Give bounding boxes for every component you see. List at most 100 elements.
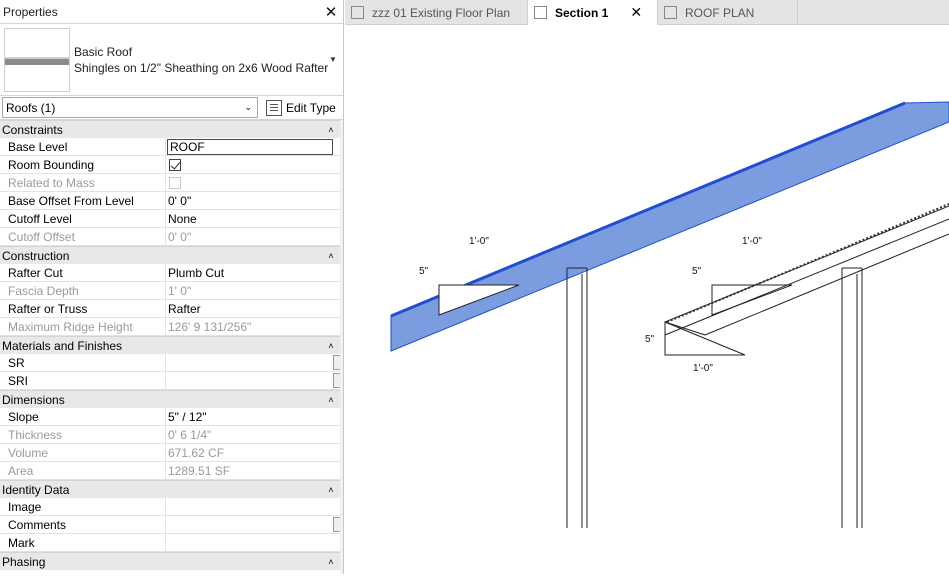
property-row[interactable]: SR: [0, 353, 343, 372]
property-name: Area: [0, 461, 166, 480]
collapse-chevron-icon[interactable]: ˄: [328, 124, 334, 135]
property-row[interactable]: SRI: [0, 371, 343, 390]
section-view-icon: [534, 6, 547, 19]
slope-triangle-left: [438, 284, 520, 316]
category-header[interactable]: Construction ˄: [0, 246, 343, 264]
collapse-chevron-icon[interactable]: ˄: [328, 484, 334, 495]
close-icon[interactable]: ✕: [324, 3, 338, 21]
roof-top-edge: [390, 101, 906, 318]
property-value[interactable]: [166, 372, 343, 390]
view-tab[interactable]: Section 1✕: [528, 0, 658, 25]
edit-type-button[interactable]: Edit Type: [266, 99, 336, 116]
property-name: Image: [0, 497, 166, 516]
category-name: Constraints: [2, 122, 63, 137]
properties-title-bar: Properties ✕: [0, 0, 343, 24]
property-row[interactable]: Image: [0, 497, 343, 516]
slope-triangle-lower: [664, 321, 746, 356]
property-row[interactable]: Related to Mass: [0, 173, 343, 192]
property-value[interactable]: [166, 498, 343, 516]
type-preview-thumbnail: [4, 27, 70, 92]
property-value[interactable]: Plumb Cut: [168, 265, 225, 280]
run-label-lower: 1'-0": [693, 363, 713, 374]
chevron-down-icon: ⌄: [244, 102, 252, 112]
property-name: Maximum Ridge Height: [0, 317, 166, 336]
second-roof-line: [664, 218, 949, 336]
rise-label-right: 5": [692, 266, 702, 277]
checkbox-empty-icon[interactable]: [169, 176, 181, 189]
property-value[interactable]: 0' 0": [168, 229, 192, 244]
category-name: Identity Data: [2, 482, 70, 497]
category-header[interactable]: Materials and Finishes˄: [0, 336, 343, 354]
collapse-chevron-icon[interactable]: ˄: [328, 394, 334, 405]
property-name: Fascia Depth: [0, 281, 166, 300]
property-value[interactable]: 5" / 12": [168, 409, 207, 424]
property-value[interactable]: 1289.51 SF: [168, 463, 231, 478]
property-name: Room Bounding: [0, 155, 166, 174]
property-value[interactable]: 126' 9 131/256": [168, 319, 252, 334]
properties-palette: Properties ✕ Basic Roof Shingles on 1/2"…: [0, 0, 344, 574]
collapse-chevron-icon[interactable]: ˄: [328, 556, 334, 567]
category-name: Construction: [2, 248, 70, 263]
roof-element-selected[interactable]: [390, 101, 949, 352]
property-value[interactable]: [166, 516, 343, 534]
category-header[interactable]: Identity Data ˄: [0, 480, 343, 498]
checkbox-checked-icon[interactable]: [169, 158, 181, 171]
selection-filter-row: Roofs (1) ⌄ Edit Type: [0, 96, 343, 120]
property-name: Mark: [0, 533, 166, 552]
type-selector[interactable]: Basic Roof Shingles on 1/2" Sheathing on…: [0, 24, 343, 96]
run-label-right: 1'-0": [742, 236, 762, 247]
property-name: Cutoff Level: [0, 209, 166, 228]
category-header[interactable]: Constraints ˄: [0, 120, 343, 138]
edit-type-icon: [266, 99, 282, 116]
roof-section-fill[interactable]: [390, 101, 949, 352]
property-value[interactable]: [166, 534, 343, 552]
property-value[interactable]: ROOF: [167, 138, 333, 155]
instance-filter-dropdown[interactable]: Roofs (1) ⌄: [2, 97, 258, 118]
collapse-chevron-icon[interactable]: ˄: [328, 340, 334, 351]
category-name: Phasing: [2, 554, 46, 569]
property-row[interactable]: Room Bounding: [0, 155, 343, 174]
rise-label-left: 5": [419, 266, 429, 277]
property-value[interactable]: None: [168, 211, 197, 226]
view-tab[interactable]: zzz 01 Existing Floor Plan: [345, 0, 528, 25]
collapse-chevron-icon[interactable]: ˄: [328, 250, 334, 261]
view-tab[interactable]: ROOF PLAN: [658, 0, 798, 25]
close-tab-icon[interactable]: ✕: [630, 4, 643, 20]
category-header[interactable]: Dimensions˄: [0, 390, 343, 408]
run-label-left: 1'-0": [469, 236, 489, 247]
property-name: Related to Mass: [0, 173, 166, 192]
type-name: Shingles on 1/2" Sheathing on 2x6 Wood R…: [74, 60, 329, 75]
tab-label: zzz 01 Existing Floor Plan: [372, 5, 511, 20]
type-dropdown-icon[interactable]: ▼: [329, 55, 337, 64]
property-name: Comments: [0, 515, 166, 534]
property-value[interactable]: 0' 6 1/4": [168, 427, 212, 442]
property-checkbox[interactable]: [166, 174, 343, 192]
property-name: Volume: [0, 443, 166, 462]
tab-label: ROOF PLAN: [685, 5, 755, 20]
property-value[interactable]: 671.62 CF: [168, 445, 225, 460]
properties-scrollbar[interactable]: [340, 120, 343, 574]
property-value[interactable]: Rafter: [168, 301, 201, 316]
property-value[interactable]: 1' 0": [168, 283, 192, 298]
fascia-line: [664, 321, 706, 336]
category-header[interactable]: Phasing ˄: [0, 552, 343, 570]
property-value[interactable]: [166, 354, 343, 372]
property-value[interactable]: 0' 0": [168, 193, 192, 208]
property-checkbox[interactable]: [166, 156, 343, 174]
property-row[interactable]: Comments: [0, 515, 343, 534]
property-row[interactable]: Mark: [0, 533, 343, 552]
section-view-canvas[interactable]: 1'-0" 5" 1'-0" 5" 5" 1'-0": [345, 26, 949, 574]
property-name: Thickness: [0, 425, 166, 444]
